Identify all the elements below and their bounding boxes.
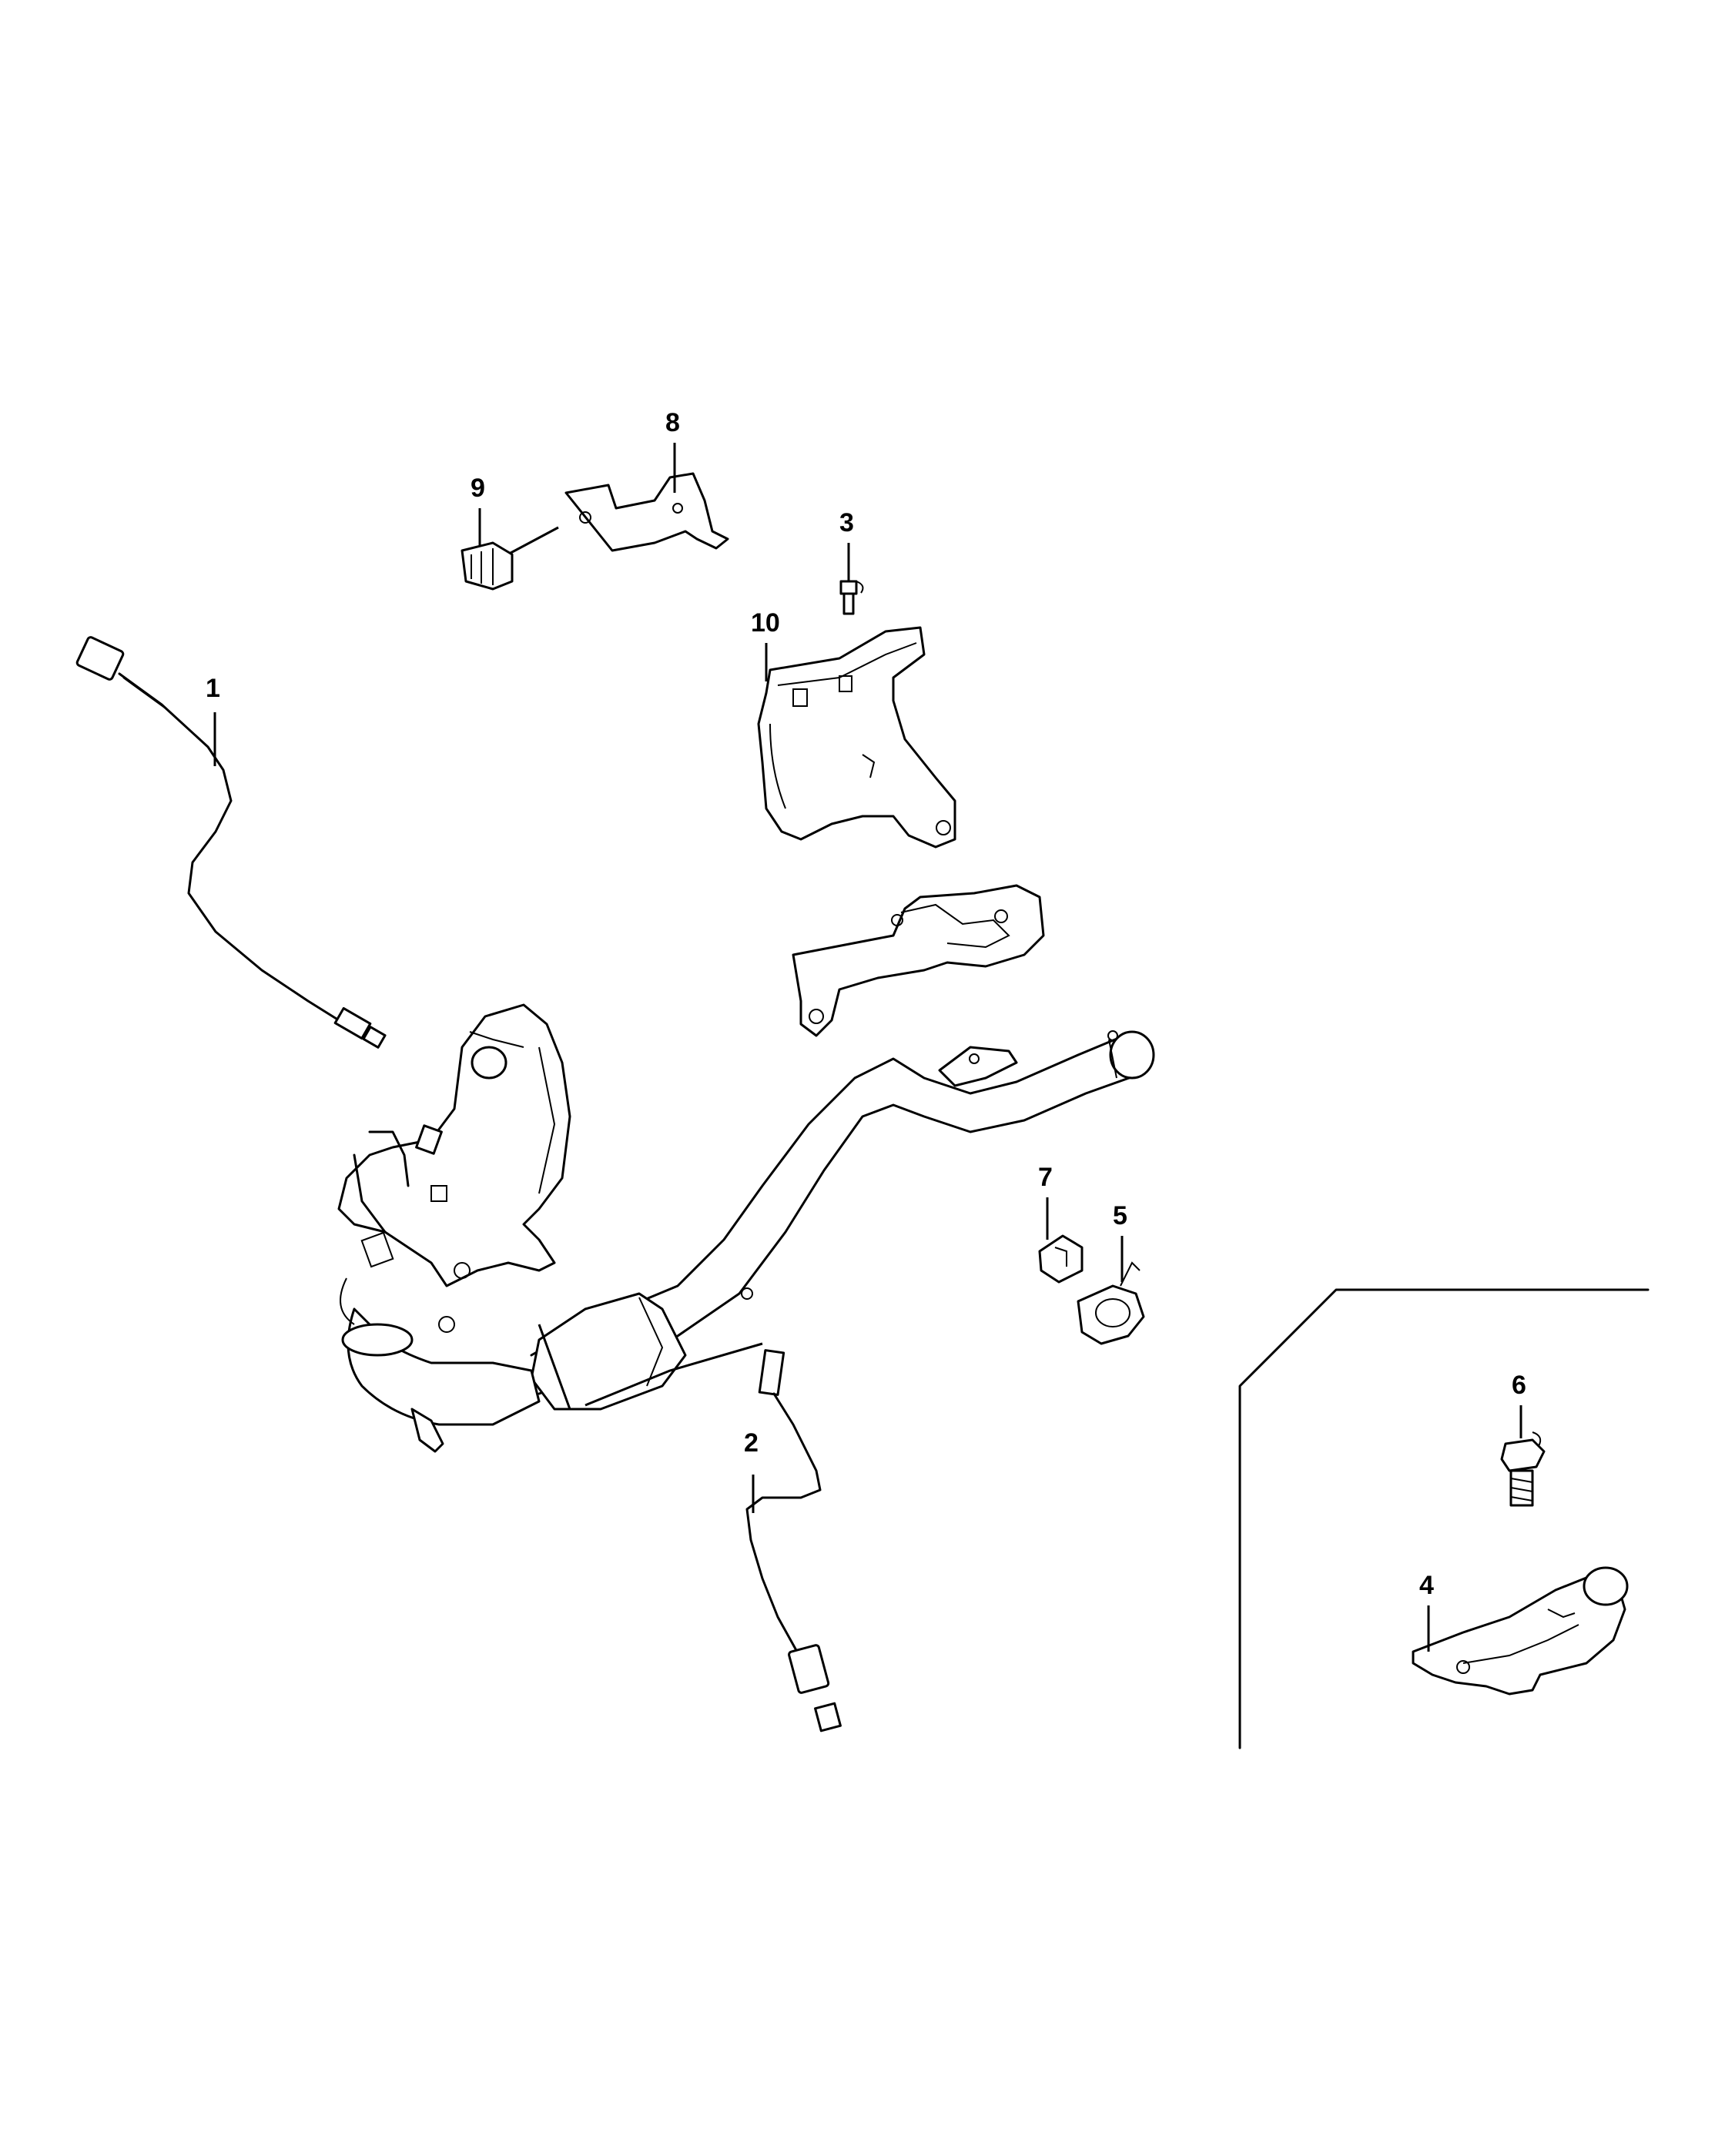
callout-9: 9 bbox=[471, 474, 485, 503]
callout-2: 2 bbox=[744, 1428, 759, 1458]
part-5-clamp[interactable] bbox=[1077, 1261, 1145, 1345]
part-8-bracket[interactable] bbox=[500, 472, 729, 560]
part-9-clip[interactable] bbox=[461, 541, 514, 591]
callout-labels: 1 2 3 4 5 6 7 8 9 10 bbox=[206, 408, 1526, 1600]
callout-6: 6 bbox=[1512, 1371, 1526, 1400]
callout-8: 8 bbox=[665, 408, 680, 437]
part-4-bracket[interactable] bbox=[1412, 1566, 1629, 1696]
callout-leaders bbox=[213, 443, 1522, 1652]
callout-10: 10 bbox=[751, 608, 780, 638]
detail-inset-frame bbox=[1238, 1288, 1650, 1749]
callout-3: 3 bbox=[839, 508, 854, 537]
harness-bracket[interactable] bbox=[792, 884, 1045, 1037]
part-10-heat-shield[interactable] bbox=[757, 626, 956, 849]
callout-7: 7 bbox=[1038, 1163, 1053, 1192]
callout-4: 4 bbox=[1419, 1571, 1434, 1600]
callout-5: 5 bbox=[1113, 1201, 1127, 1230]
part-2-oxygen-sensor-downstream[interactable] bbox=[745, 1349, 842, 1732]
part-3-bolt[interactable] bbox=[839, 580, 864, 615]
callout-1: 1 bbox=[206, 674, 220, 703]
catalytic-converter-assembly[interactable] bbox=[337, 1003, 1155, 1453]
part-7-clip[interactable] bbox=[1038, 1234, 1084, 1284]
part-1-oxygen-sensor-upstream[interactable] bbox=[75, 636, 387, 1049]
part-6-bolt[interactable] bbox=[1500, 1431, 1546, 1507]
